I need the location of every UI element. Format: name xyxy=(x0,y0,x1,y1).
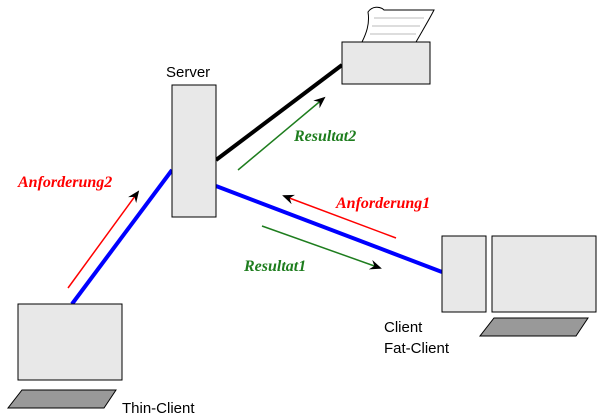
anforderung2-arrow xyxy=(67,190,140,289)
fat-client-keyboard xyxy=(478,317,589,337)
thin-client-monitor xyxy=(17,303,123,381)
link-server-printer xyxy=(214,63,344,162)
resultat1-label: Resultat1 xyxy=(243,258,306,275)
resultat1-arrow xyxy=(261,225,382,270)
anforderung2-label: Anforderung2 xyxy=(17,174,112,191)
printer-icon xyxy=(341,6,435,85)
fat-client-monitor xyxy=(491,235,597,313)
thin-client-keyboard xyxy=(6,389,117,409)
fat-client-icon xyxy=(441,235,597,337)
fat-client-tower xyxy=(441,235,487,313)
thin-client-icon xyxy=(6,303,123,409)
printer-body xyxy=(341,41,431,85)
printer-paper xyxy=(361,6,435,43)
resultat2-label: Resultat2 xyxy=(293,128,356,145)
fat-client-label: Fat-Client xyxy=(384,340,450,357)
link-server-thinclient xyxy=(70,168,174,306)
thin-client-label: Thin-Client xyxy=(122,400,195,417)
resultat2-arrow xyxy=(237,96,326,171)
anforderung1-arrow xyxy=(282,194,397,239)
anforderung1-label: Anforderung1 xyxy=(335,195,430,212)
server-label: Server xyxy=(166,64,210,81)
link-server-fatclient xyxy=(215,184,443,274)
client-label: Client xyxy=(384,319,423,336)
server-box xyxy=(171,84,217,218)
